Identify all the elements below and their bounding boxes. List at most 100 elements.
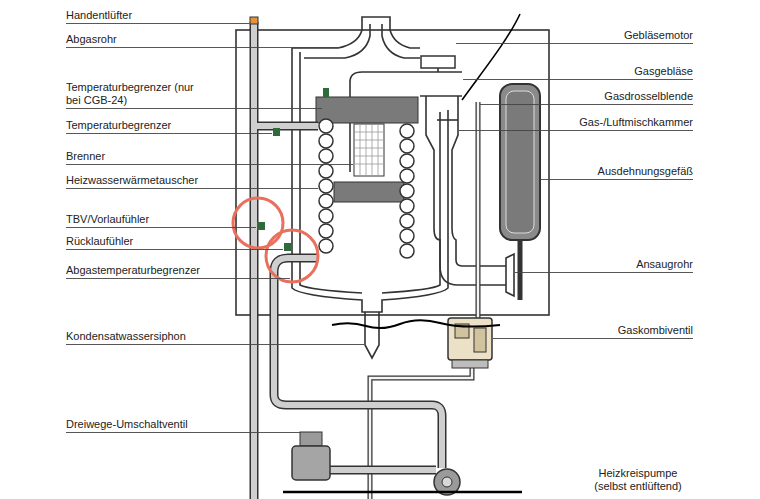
return-pipe xyxy=(274,258,442,468)
coil xyxy=(400,139,414,153)
intake-flare xyxy=(506,254,514,296)
leader-line xyxy=(66,188,318,189)
part-label: Temperaturbegrenzer xyxy=(66,119,171,132)
gas-pipe xyxy=(370,368,472,499)
expansion-tank-inner xyxy=(506,91,534,233)
flow-pipe xyxy=(250,22,259,499)
part-label: Ansaugrohr xyxy=(636,258,693,271)
flow-pipe xyxy=(254,122,318,131)
leader-line xyxy=(66,344,364,345)
part-label: Heizkreispumpe (selbst entlüftend) xyxy=(583,467,693,493)
mixing-chamber-divider xyxy=(437,119,458,121)
leader-line xyxy=(66,227,256,228)
air-vent xyxy=(250,17,258,24)
chamber-outline xyxy=(292,48,448,312)
flow-pipe xyxy=(254,123,318,129)
part-label: TBV/Vorlaufühler xyxy=(66,213,149,226)
coil xyxy=(400,229,414,243)
three-way-valve xyxy=(292,446,330,480)
mixing-chamber xyxy=(426,96,506,285)
condensate-siphon xyxy=(365,312,379,358)
chamber-inner-outline xyxy=(300,52,440,293)
part-label: Ausdehnungsgefäß xyxy=(598,165,693,178)
leader-line xyxy=(66,249,283,250)
flue-pipe-inner xyxy=(304,24,420,58)
coil xyxy=(400,244,414,258)
leader-line xyxy=(463,79,693,80)
sensor xyxy=(257,222,265,230)
leader-line xyxy=(66,133,272,134)
coil xyxy=(400,214,414,228)
coil xyxy=(319,194,333,208)
flue-pipe xyxy=(292,17,420,48)
leader-line xyxy=(541,179,693,180)
leader-line xyxy=(66,278,290,279)
part-label: Brenner xyxy=(66,150,105,163)
return-pipe xyxy=(328,466,436,475)
gas-valve-coil xyxy=(474,328,486,352)
coil xyxy=(319,239,333,253)
highlight-circle xyxy=(266,230,318,282)
part-label: Abgastemperaturbegrenzer xyxy=(66,264,200,277)
gas-fan xyxy=(420,68,462,96)
exchanger-middle-block xyxy=(334,182,404,202)
coil xyxy=(319,149,333,163)
part-label: Dreiwege-Umschaltventil xyxy=(66,418,188,431)
return-pipe xyxy=(328,467,436,473)
hand-stroke xyxy=(283,491,522,494)
coil xyxy=(319,179,333,193)
leader-line xyxy=(66,47,340,48)
burner xyxy=(354,124,384,176)
part-label: Gaskombiventil xyxy=(618,324,693,337)
coil xyxy=(319,224,333,238)
hand-stroke xyxy=(332,320,500,328)
coil xyxy=(319,119,333,133)
gas-pipe xyxy=(477,102,480,322)
sensor xyxy=(323,88,329,97)
coil xyxy=(400,124,414,138)
leader-line xyxy=(493,338,693,339)
coil xyxy=(400,154,414,168)
valve-actuator xyxy=(300,432,322,446)
return-pipe xyxy=(274,258,442,468)
part-label: Gebläsemotor xyxy=(624,29,693,42)
sensor xyxy=(273,128,280,136)
part-label: Gasdrosselblende xyxy=(604,90,693,103)
fan-motor xyxy=(421,56,455,68)
part-label: Temperaturbegrenzer (nur bei CGB-24) xyxy=(66,81,201,107)
pump-hub xyxy=(442,477,452,487)
leader-line xyxy=(66,164,353,165)
leader-line xyxy=(515,272,693,273)
leader-line xyxy=(66,432,300,433)
flow-pipe xyxy=(251,22,257,499)
coil xyxy=(319,134,333,148)
leader-line xyxy=(459,130,693,131)
part-label: Gasgebläse xyxy=(634,65,693,78)
gas-valve xyxy=(448,318,492,360)
housing xyxy=(236,30,549,315)
coil xyxy=(400,199,414,213)
expansion-tank xyxy=(500,84,540,240)
part-label: Abgasrohr xyxy=(66,33,117,46)
coil xyxy=(319,164,333,178)
coil xyxy=(400,184,414,198)
gas-valve-base xyxy=(452,360,488,368)
leader-line xyxy=(456,43,693,44)
leader-line xyxy=(480,104,693,105)
tank-pipe xyxy=(518,240,523,300)
burner-grid xyxy=(354,124,384,176)
coil xyxy=(319,209,333,223)
part-label: Kondensatwassersiphon xyxy=(66,330,186,343)
part-label: Heizwasserwärmetauscher xyxy=(66,174,198,187)
leader-line xyxy=(66,108,322,109)
part-label: Rücklaufühler xyxy=(66,235,133,248)
highlight-circle xyxy=(233,198,283,248)
exchanger-top-block xyxy=(316,97,418,123)
hand-stroke xyxy=(462,14,520,100)
exchanger-coils xyxy=(319,119,414,258)
gas-pipe xyxy=(476,102,481,322)
coil xyxy=(400,169,414,183)
leader-line xyxy=(66,23,249,24)
part-label: Handentlüfter xyxy=(66,9,132,22)
